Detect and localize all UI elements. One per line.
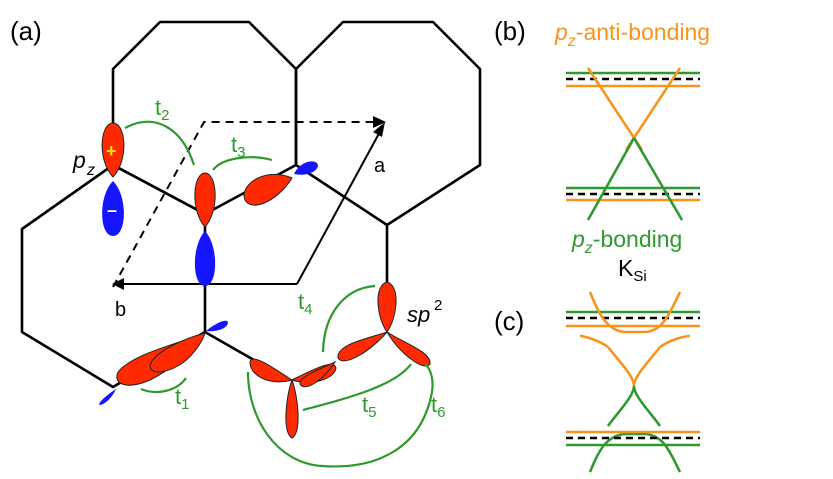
band-c-green-upper-x bbox=[606, 385, 662, 427]
band-c-orange-mid-left bbox=[579, 334, 609, 349]
antibonding-label: pz-anti-bonding bbox=[554, 19, 710, 50]
panel-label-c: (c) bbox=[494, 306, 524, 336]
pz-orbitals: + – p z bbox=[72, 122, 318, 286]
tilted-orbital-small-lobe bbox=[294, 161, 318, 175]
hopping-t2-curve bbox=[124, 120, 196, 166]
k-point-label: KSi bbox=[618, 255, 647, 285]
hopping-t3-curve bbox=[212, 156, 273, 171]
vector-a-line bbox=[296, 127, 383, 285]
vector-a-label: a bbox=[374, 155, 386, 177]
vector-b-arrowhead bbox=[112, 278, 124, 290]
sp2-lobe-right-left bbox=[337, 330, 389, 362]
sp2-lobe-right-right bbox=[386, 331, 431, 367]
panel-label-b: (b) bbox=[494, 16, 526, 46]
sp2-lobe-center-left bbox=[249, 358, 294, 383]
hopping-t5-curve bbox=[302, 363, 412, 412]
hopping-label-t5: t5 bbox=[362, 392, 376, 421]
hopping-curves bbox=[124, 120, 434, 468]
band-b-green-cross-1 bbox=[586, 137, 636, 221]
band-diagram-b: pz-anti-bonding pz-bonding KSi bbox=[554, 19, 710, 285]
band-b-green-cross-2 bbox=[632, 137, 684, 221]
band-c-orange-lower-x bbox=[606, 346, 662, 387]
band-c-orange-upper-curve bbox=[588, 291, 682, 334]
hopping-label-t2: t2 bbox=[155, 95, 169, 124]
plus-sign: + bbox=[106, 141, 117, 161]
sp2-label-sp: sp bbox=[407, 302, 430, 327]
hopping-t6-curve bbox=[246, 363, 434, 468]
pz-label-p: p bbox=[72, 147, 86, 173]
dashed-arrowhead bbox=[373, 116, 386, 128]
band-c-orange-mid-right bbox=[659, 334, 691, 349]
sp2-orbitals: sp 2 bbox=[99, 281, 442, 439]
hopping-label-t4: t4 bbox=[298, 289, 312, 318]
unit-cell-dashed-edge bbox=[112, 121, 383, 288]
sp2-small-lobe-left-b bbox=[99, 389, 116, 405]
lattice-vectors: a b bbox=[112, 116, 386, 321]
panel-label-a: (a) bbox=[10, 16, 42, 46]
sp2-small-lobe-left-a bbox=[206, 320, 228, 332]
hopping-t1-curve bbox=[140, 377, 187, 394]
sp2-lobe-center-down bbox=[285, 378, 299, 439]
hopping-labels: t2 t3 t1 t4 t5 t6 bbox=[155, 95, 445, 421]
vector-b-label: b bbox=[115, 299, 126, 321]
hopping-label-t1: t1 bbox=[175, 384, 189, 413]
sp2-label-superscript: 2 bbox=[434, 297, 442, 314]
sp2-lobe-right-up bbox=[377, 281, 397, 333]
band-diagram-c bbox=[566, 291, 700, 473]
pz-orbital-lower-lobe-left bbox=[102, 181, 124, 236]
band-b-orange-cross-1 bbox=[586, 67, 644, 151]
hopping-label-t3: t3 bbox=[231, 132, 245, 161]
sp2-lobe-bridge bbox=[299, 360, 337, 388]
tilted-orbital-lobe bbox=[243, 173, 293, 206]
vector-a-arrowhead bbox=[373, 122, 385, 137]
pz-orbital-lower-lobe-center bbox=[194, 231, 216, 286]
pz-label-subscript: z bbox=[86, 162, 95, 179]
pz-orbital-upper-lobe-left bbox=[101, 122, 125, 178]
hexagon-top-right bbox=[294, 20, 482, 227]
band-c-green-lower-curve bbox=[588, 432, 682, 473]
hopping-t4-curve bbox=[321, 284, 376, 353]
hopping-label-t6: t6 bbox=[431, 392, 445, 421]
bonding-label: pz-bonding bbox=[571, 226, 682, 257]
sp2-lobe-left-2 bbox=[149, 332, 206, 373]
band-b-orange-cross-2 bbox=[624, 67, 682, 151]
pz-orbital-upper-lobe-center bbox=[194, 172, 216, 228]
minus-sign: – bbox=[107, 200, 117, 220]
